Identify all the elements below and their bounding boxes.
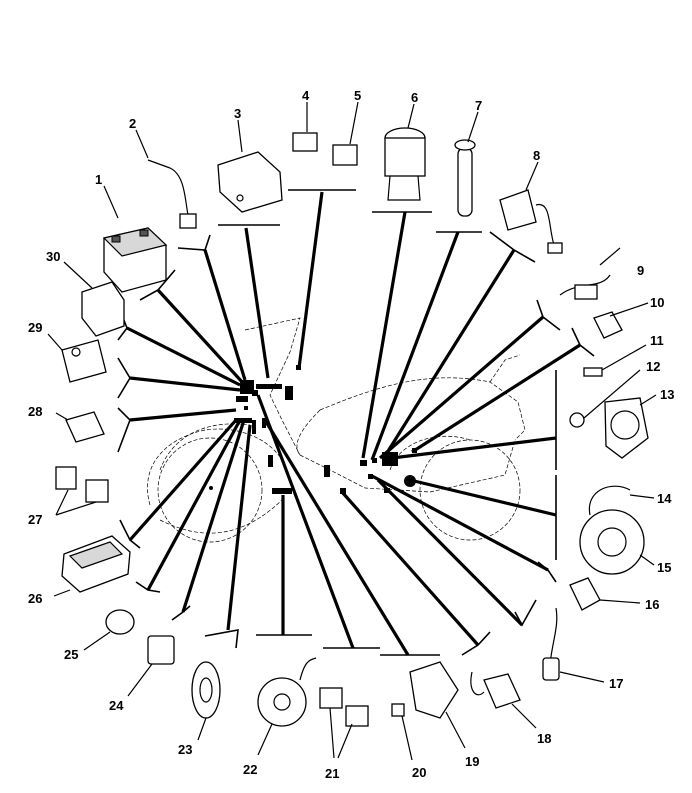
component-27-relays	[55, 466, 109, 516]
component-22-fan	[257, 657, 317, 756]
connector-nodes	[209, 365, 417, 494]
callout-30: 30	[46, 249, 60, 264]
component-26-rectifier	[53, 535, 131, 597]
callout-7: 7	[475, 98, 482, 113]
callout-labels: 1 2 3 4 5 6 7 8 9 10 11 12 13 14 15 16 1…	[28, 88, 674, 781]
callout-12: 12	[646, 359, 660, 374]
callout-4: 4	[302, 88, 310, 103]
callout-27: 27	[28, 512, 42, 527]
callout-26: 26	[28, 591, 42, 606]
callout-21: 21	[325, 766, 339, 781]
callout-24: 24	[109, 698, 124, 713]
callout-6: 6	[411, 90, 418, 105]
component-7-fuel-sender	[454, 139, 476, 217]
callout-23: 23	[178, 742, 192, 757]
callout-25: 25	[64, 647, 78, 662]
callout-8: 8	[533, 148, 540, 163]
component-13-throttle-body	[604, 394, 657, 459]
callout-22: 22	[243, 762, 257, 777]
component-5-relay	[332, 144, 358, 166]
callout-19: 19	[465, 754, 479, 769]
component-19-starter-relay	[409, 661, 466, 749]
component-18-actuator	[470, 671, 537, 729]
component-17-o2-sensor	[542, 607, 605, 683]
component-29-flasher	[47, 333, 107, 383]
callout-15: 15	[657, 560, 671, 575]
component-21-relays	[319, 687, 369, 759]
callout-10: 10	[650, 295, 664, 310]
leader-lines	[126, 191, 581, 656]
scooter-outline	[147, 317, 526, 543]
callout-18: 18	[537, 731, 551, 746]
component-1-battery	[102, 227, 168, 293]
callout-17: 17	[609, 676, 623, 691]
component-8-ignition-coil	[499, 189, 563, 254]
callout-11: 11	[650, 333, 664, 348]
callout-29: 29	[28, 320, 42, 335]
component-12-sensor	[569, 369, 641, 428]
component-2-sensor	[147, 159, 197, 229]
component-24-relay	[127, 635, 175, 697]
callout-9: 9	[637, 263, 644, 278]
component-28-relay	[55, 411, 105, 443]
component-23-horn	[191, 661, 221, 741]
callout-28: 28	[28, 404, 42, 419]
component-3-control-unit	[217, 151, 283, 213]
component-9-sensor	[559, 247, 621, 300]
callout-20: 20	[412, 765, 426, 780]
component-4-relay	[292, 132, 318, 152]
component-20-fuse	[391, 703, 413, 761]
component-6-switch	[384, 127, 426, 201]
callout-16: 16	[645, 597, 659, 612]
callout-1: 1	[95, 172, 102, 187]
callout-leads	[103, 101, 539, 219]
component-11-connector	[583, 344, 647, 377]
callout-2: 2	[129, 116, 136, 131]
brackets	[117, 189, 595, 656]
callout-5: 5	[354, 88, 361, 103]
component-25-buzzer	[83, 609, 135, 651]
component-14-15-stator	[579, 485, 655, 575]
component-16-sensor	[569, 577, 641, 611]
component-10-sensor	[593, 302, 649, 339]
component-30-relay	[63, 261, 125, 337]
callout-14: 14	[657, 491, 672, 506]
callout-13: 13	[660, 387, 674, 402]
callout-3: 3	[234, 106, 241, 121]
